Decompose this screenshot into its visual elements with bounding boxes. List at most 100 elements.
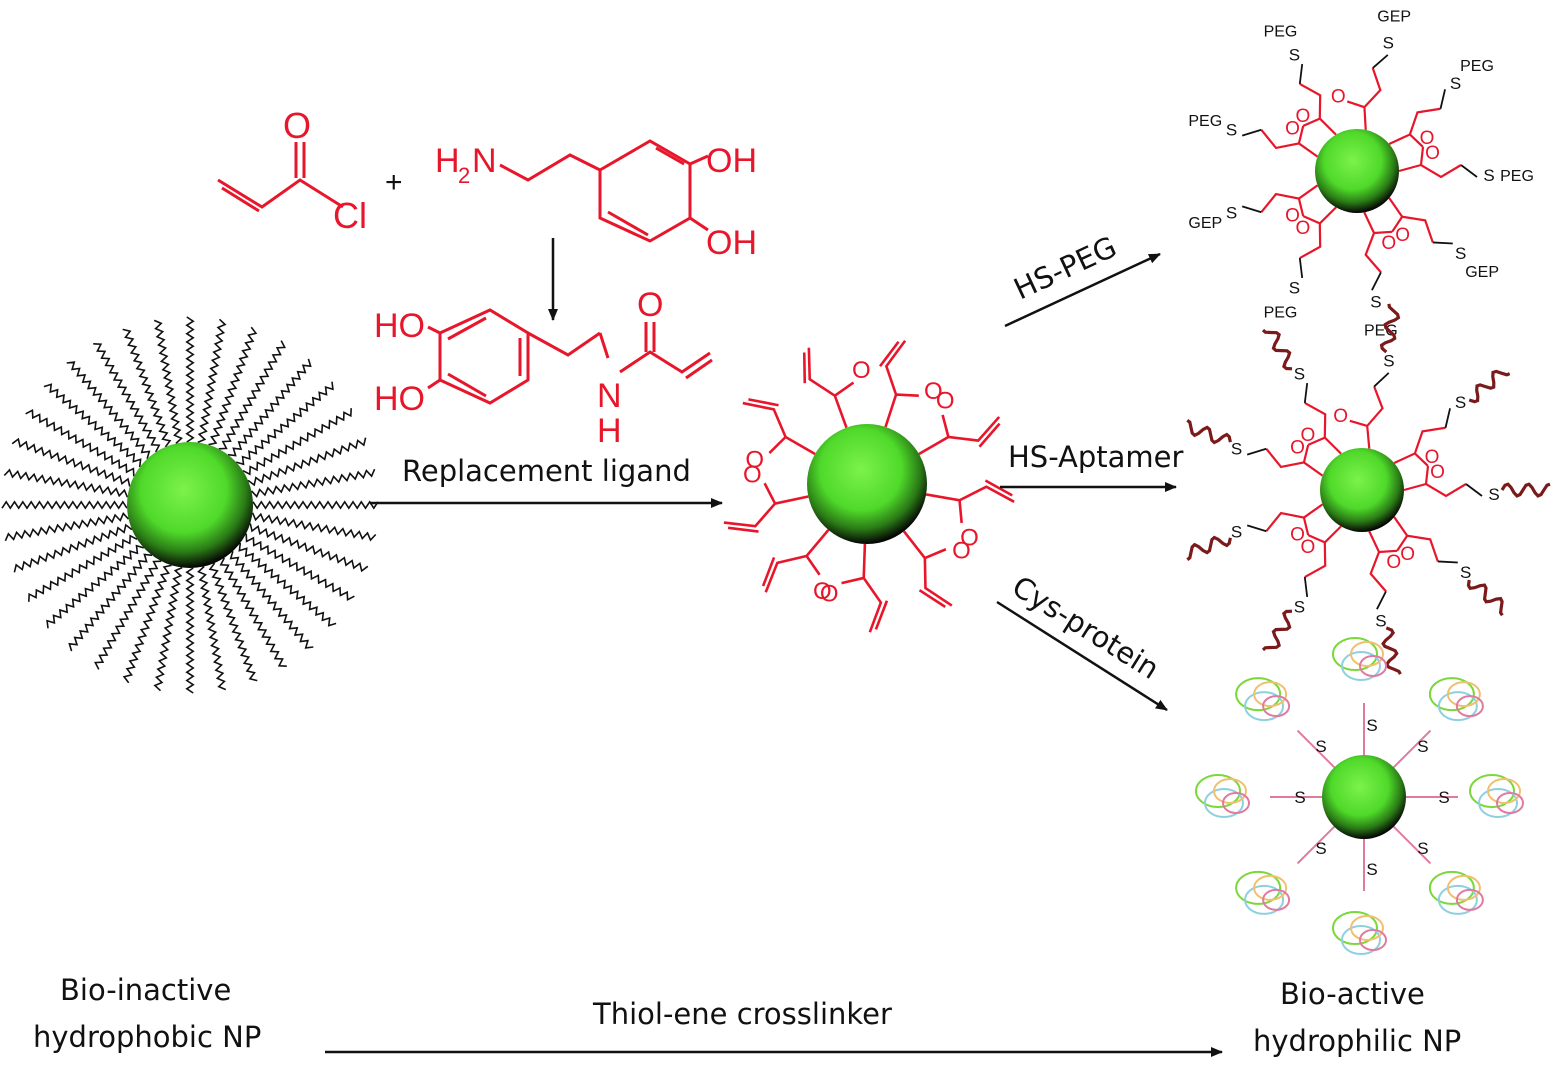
amine-N: N	[472, 142, 497, 180]
ketone-oxygen: O	[1285, 118, 1300, 139]
ketone-oxygen: O	[1430, 462, 1445, 483]
acryloyl-bond	[862, 543, 883, 633]
sulfur-atom: S	[1231, 522, 1242, 541]
thioether-bond	[1246, 524, 1267, 533]
peg-group: PEG	[1188, 113, 1222, 130]
aptamer-ligand-linkers	[1265, 386, 1467, 593]
ketone-linker	[1260, 184, 1319, 213]
vinyl-double-bond	[918, 589, 946, 608]
ketone-bond	[1349, 419, 1368, 427]
ketone-linker	[1388, 197, 1434, 243]
peg-group: PEG	[1460, 58, 1494, 75]
right-np-label-line1: Bio-active	[1280, 977, 1425, 1011]
amine-subscript: 2	[458, 163, 470, 188]
thioether-bond	[1460, 164, 1478, 178]
thioether-bond	[1298, 63, 1304, 85]
alkyl-chain	[219, 557, 287, 667]
alkyl-chain	[28, 534, 138, 602]
thioether-bond	[1298, 257, 1304, 279]
alkyl-chain	[46, 544, 145, 629]
alkyl-chain	[153, 319, 183, 445]
np-core-protein	[1322, 755, 1406, 839]
ketone-bond	[1297, 125, 1305, 144]
carbonyl-oxygen: O	[960, 525, 979, 552]
ligand-hydroxyl-2: HO	[374, 380, 425, 418]
replacement-ligand-structure	[427, 308, 713, 405]
disulfide-link	[1296, 729, 1336, 769]
protein-domain	[1446, 874, 1481, 901]
protein-domain	[1235, 870, 1282, 905]
ketone-bond	[1396, 535, 1409, 552]
alkyl-chain	[238, 542, 337, 627]
thioether-bond	[1371, 271, 1382, 291]
amine-H: H	[435, 142, 460, 180]
protein-domain	[1253, 681, 1288, 708]
carbonyl-bond	[841, 576, 865, 585]
left-np-label-line2: hydrophobic NP	[33, 1020, 261, 1054]
ketone-oxygen: O	[1400, 544, 1415, 565]
ketone-linker	[1363, 67, 1382, 130]
peg-group: PEG	[1500, 168, 1534, 185]
protein-domain	[1341, 925, 1381, 955]
protein-domain	[1359, 929, 1387, 951]
ketone-linker	[1368, 530, 1387, 593]
hydrophobic-ligand-chains	[1, 316, 379, 694]
ketone-linker	[1299, 82, 1337, 136]
protein-domain	[1446, 681, 1481, 708]
peg-group: PEG	[1264, 305, 1298, 322]
acryloyl-chlorine: Cl	[333, 195, 367, 236]
carbonyl-bond	[924, 548, 947, 560]
ketone-bond	[1346, 100, 1365, 109]
ketone-linker	[1265, 448, 1324, 477]
acryloyl-oxygen: O	[283, 105, 311, 146]
acryloyl-bond	[742, 401, 816, 456]
ketone-linker	[1388, 107, 1441, 146]
ketone-bond	[1414, 452, 1429, 467]
protein-domain	[1341, 651, 1381, 681]
sulfur-atom: S	[1488, 485, 1499, 504]
aptamer-strand	[1466, 579, 1504, 617]
thiol-ene-label: Thiol-ene crosslinker	[592, 997, 892, 1031]
acryloyl-bond	[902, 530, 953, 607]
aptamer-strand	[1379, 303, 1401, 354]
protein-domain	[1204, 788, 1244, 818]
alkyl-chain	[185, 316, 195, 443]
sulfur-atom: S	[1289, 278, 1300, 297]
sulfur-atom: S	[1226, 203, 1237, 222]
np-core-middle	[807, 424, 927, 544]
hydrophobic-nanoparticle	[1, 316, 379, 694]
alkyl-chain	[3, 468, 129, 498]
disulfide-sulfur: S	[1366, 860, 1377, 879]
disulfide-sulfur: S	[1438, 788, 1449, 807]
ketone-linker	[1304, 401, 1342, 455]
carbonyl-bond	[805, 555, 821, 576]
alkyl-chain	[245, 533, 355, 601]
sulfur-atom: S	[1375, 612, 1386, 631]
peg-group: GEP	[1465, 264, 1499, 281]
peg-group: GEP	[1377, 8, 1411, 25]
carbonyl-bond	[768, 436, 787, 454]
vinyl-double-bond	[748, 398, 779, 407]
thioether-bond	[1372, 54, 1389, 69]
ketone-oxygen: O	[1295, 106, 1310, 127]
np-core-left	[127, 442, 253, 568]
dopamine-hydroxyl-2: OH	[706, 224, 757, 262]
cys-protein-arrow	[996, 600, 1168, 712]
carbonyl-bond	[763, 482, 777, 505]
thioether-bond	[1439, 89, 1446, 109]
vinyl-double-bond	[761, 556, 776, 587]
ketone-linker	[1398, 163, 1462, 179]
ketone-linker	[1393, 426, 1446, 465]
sulfur-atom: S	[1294, 597, 1305, 616]
ketone-bond	[1307, 436, 1326, 446]
carbonyl-oxygen: O	[813, 578, 832, 605]
ligand-hydroxyl-1: HO	[374, 307, 425, 345]
peg-ligand-linkers	[1260, 67, 1462, 274]
ketone-bond	[1424, 465, 1430, 485]
peg-thioether-chains	[1241, 54, 1478, 291]
protein-domain	[1359, 655, 1387, 677]
vinyl-double-bond	[874, 600, 889, 630]
ketone-bond	[1302, 215, 1321, 225]
